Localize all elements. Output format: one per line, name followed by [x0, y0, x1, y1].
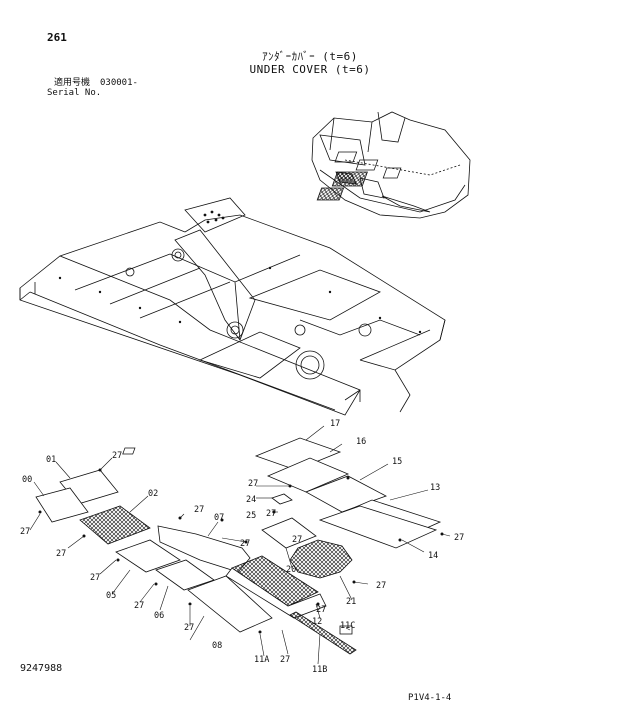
callout-00: 00 [22, 475, 32, 485]
callout-21: 21 [346, 597, 356, 607]
serial-label-japanese: 適用号機 [54, 78, 91, 88]
plate-08 [187, 575, 273, 633]
callout-27-l: 27 [280, 655, 290, 665]
callout-24: 24 [246, 495, 256, 505]
callout-13: 13 [430, 483, 440, 493]
callout-27-m: 27 [316, 605, 326, 615]
machine-inset-view [311, 111, 471, 219]
drawing-number: 9247988 [20, 663, 63, 674]
callout-02: 02 [148, 489, 158, 499]
callout-17: 17 [330, 419, 340, 429]
plate-05 [115, 539, 181, 573]
callout-20: 20 [286, 565, 296, 575]
plate-20 [261, 517, 317, 549]
callout-27-n: 27 [376, 581, 386, 591]
callout-07: 07 [214, 513, 224, 523]
callout-05: 05 [106, 591, 116, 601]
plate-24 [271, 493, 293, 505]
callout-16: 16 [356, 437, 366, 447]
plate-14 [318, 505, 438, 549]
callout-11C: 11C [340, 621, 355, 631]
plate-02 [79, 505, 151, 545]
callouts: 01 00 27 02 27 27 27 05 27 06 27 27 07 0… [20, 419, 464, 675]
rod-11B [289, 611, 357, 655]
callout-27-b: 27 [20, 527, 30, 537]
callout-14: 14 [428, 551, 438, 561]
callout-27-c: 27 [56, 549, 66, 559]
plate-21 [289, 539, 353, 579]
callout-11A: 11A [254, 655, 269, 665]
callout-27-k: 27 [292, 535, 302, 545]
title-japanese: ｱﾝﾀﾞｰｶﾊﾞｰ (t=6) [262, 50, 358, 63]
callout-11B: 11B [312, 665, 327, 675]
callout-27-f: 27 [184, 623, 194, 633]
callout-27-j: 27 [248, 479, 258, 489]
callout-12: 12 [312, 617, 322, 627]
callout-27-g: 27 [194, 505, 204, 515]
bracket-11C [339, 625, 353, 635]
callout-27-h: 27 [240, 539, 250, 549]
plate-00 [35, 487, 89, 523]
callout-27-a: 27 [112, 451, 122, 461]
page-number: 261 [47, 31, 67, 44]
main-frame [19, 197, 446, 416]
page-title: UNDER COVER (t=6) [249, 63, 371, 76]
plate-16 [266, 457, 350, 493]
callout-25: 25 [246, 511, 256, 521]
callout-27-o: 27 [454, 533, 464, 543]
leader-lines [29, 425, 451, 665]
callout-27-e: 27 [134, 601, 144, 611]
under-cover-plates [35, 437, 442, 655]
serial-value: 030001- [100, 78, 138, 88]
callout-01: 01 [46, 455, 56, 465]
serial-label: Serial No. [47, 88, 102, 98]
callout-15: 15 [392, 457, 402, 467]
callout-27-d: 27 [90, 573, 100, 583]
sheet-code: P1V4-1-4 [408, 693, 452, 703]
plate-17 [254, 437, 342, 471]
callout-27-i: 27 [266, 509, 276, 519]
callout-08: 08 [212, 641, 222, 651]
callout-06: 06 [154, 611, 164, 621]
